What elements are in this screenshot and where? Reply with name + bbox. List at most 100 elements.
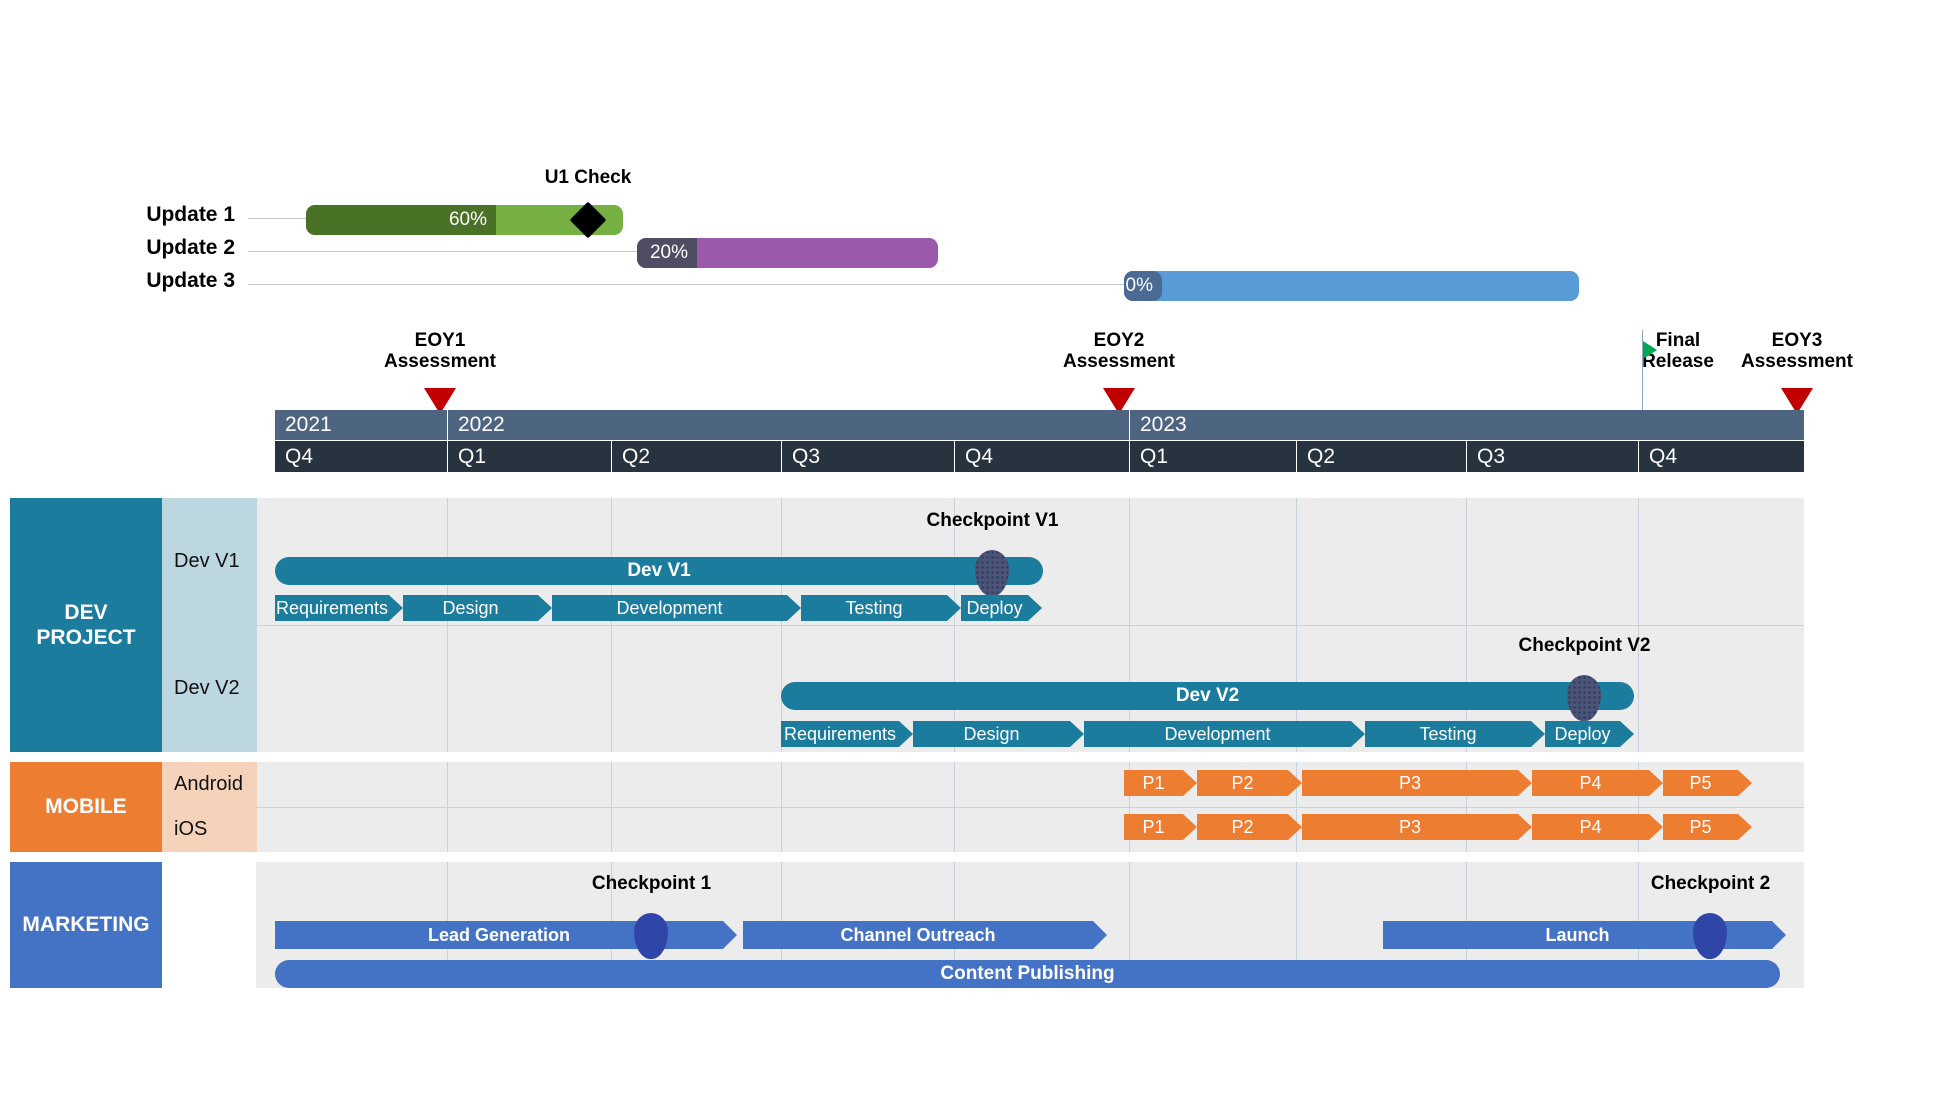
update-progress-track bbox=[1124, 271, 1579, 301]
milestone-label-line2: Assessment bbox=[1063, 351, 1175, 373]
group-label-line: DEV bbox=[64, 600, 108, 624]
milestone-flag-pole-icon bbox=[1642, 330, 1643, 412]
task-bar-dev-v1[interactable]: Dev V1 bbox=[275, 557, 1043, 585]
task-bar-testing[interactable]: Testing bbox=[801, 595, 961, 621]
timeline-quarter-cell: Q4 bbox=[954, 441, 1129, 472]
checkpoint-label: Checkpoint 1 bbox=[591, 873, 712, 894]
task-bar-p5[interactable]: P5 bbox=[1663, 770, 1752, 796]
grid-line bbox=[954, 498, 955, 752]
task-bar-testing[interactable]: Testing bbox=[1365, 721, 1545, 747]
update-leader-line bbox=[248, 251, 637, 252]
task-bar-p2[interactable]: P2 bbox=[1197, 814, 1302, 840]
grid-line bbox=[1466, 498, 1467, 752]
timeline-year-cell: 2022 bbox=[447, 410, 1129, 440]
timeline-quarter-cell: Q3 bbox=[1466, 441, 1638, 472]
group-label-line: PROJECT bbox=[36, 626, 136, 649]
task-bar-dev-v2[interactable]: Dev V2 bbox=[781, 682, 1634, 710]
checkpoint-marker bbox=[634, 913, 668, 959]
update-progress-fill: 60% bbox=[306, 205, 496, 235]
grid-line bbox=[1638, 498, 1639, 752]
task-bar-p4[interactable]: P4 bbox=[1532, 770, 1663, 796]
task-bar-content-publishing[interactable]: Content Publishing bbox=[275, 960, 1780, 988]
checkpoint-marker bbox=[975, 550, 1009, 596]
grid-line bbox=[1296, 862, 1297, 988]
subrow-label-dev-v1: Dev V1 bbox=[162, 498, 257, 625]
task-bar-p4[interactable]: P4 bbox=[1532, 814, 1663, 840]
task-bar-p3[interactable]: P3 bbox=[1302, 770, 1532, 796]
timeline-quarter-cell: Q4 bbox=[1638, 441, 1804, 472]
update-row-label: Update 2 bbox=[146, 236, 235, 259]
grid-line bbox=[1129, 762, 1130, 852]
grid-line bbox=[1466, 762, 1467, 852]
milestone-flag-icon bbox=[1643, 341, 1657, 359]
milestone-label-line1: EOY2 bbox=[1093, 330, 1145, 351]
checkpoint-marker bbox=[1693, 913, 1727, 959]
checkpoint-label: Checkpoint V1 bbox=[926, 510, 1059, 531]
milestone-label-line1: EOY3 bbox=[1771, 330, 1823, 351]
subrow-label-dev-v2: Dev V2 bbox=[162, 625, 257, 752]
group-label-line: MOBILE bbox=[45, 795, 127, 819]
update-leader-line bbox=[248, 284, 1124, 285]
update-leader-line bbox=[248, 218, 306, 219]
task-bar-p1[interactable]: P1 bbox=[1124, 770, 1197, 796]
update-row-label: Update 3 bbox=[146, 269, 235, 292]
update-milestone-label: U1 Check bbox=[544, 167, 632, 188]
group-label-text: MARKETING bbox=[22, 912, 149, 937]
group-label-marketing: MARKETING bbox=[10, 862, 162, 988]
checkpoint-label: Checkpoint V2 bbox=[1518, 635, 1651, 656]
task-bar-channel-outreach[interactable]: Channel Outreach bbox=[743, 921, 1107, 949]
grid-line bbox=[1638, 762, 1639, 852]
update-progress-fill: 0% bbox=[1124, 271, 1162, 301]
group-label-line: MARKETING bbox=[22, 913, 150, 937]
milestone-label-line2: Assessment bbox=[1741, 351, 1853, 373]
grid-line bbox=[1296, 762, 1297, 852]
grid-line bbox=[1296, 498, 1297, 752]
task-bar-development[interactable]: Development bbox=[552, 595, 801, 621]
grid-line bbox=[447, 498, 448, 752]
group-label-mobile: MOBILE bbox=[10, 762, 162, 852]
task-bar-deploy[interactable]: Deploy bbox=[961, 595, 1042, 621]
timeline-quarter-cell: Q2 bbox=[611, 441, 781, 472]
grid-line bbox=[1129, 498, 1130, 752]
milestone-triangle-icon bbox=[424, 388, 456, 414]
grid-line bbox=[954, 762, 955, 852]
milestone-label-line1: Final bbox=[1655, 330, 1701, 351]
task-bar-p1[interactable]: P1 bbox=[1124, 814, 1197, 840]
task-bar-design[interactable]: Design bbox=[913, 721, 1084, 747]
update-row-label: Update 1 bbox=[146, 203, 235, 226]
checkpoint-label: Checkpoint 2 bbox=[1650, 873, 1771, 894]
task-bar-p3[interactable]: P3 bbox=[1302, 814, 1532, 840]
task-bar-p2[interactable]: P2 bbox=[1197, 770, 1302, 796]
milestone-label-line1: EOY1 bbox=[414, 330, 466, 351]
milestone-triangle-icon bbox=[1103, 388, 1135, 414]
group-label-text: MOBILE bbox=[45, 794, 127, 819]
milestone-label-line2: Release bbox=[1642, 351, 1714, 373]
milestone-triangle-icon bbox=[1781, 388, 1813, 414]
task-bar-p5[interactable]: P5 bbox=[1663, 814, 1752, 840]
timeline-quarter-cell: Q3 bbox=[781, 441, 954, 472]
task-bar-development[interactable]: Development bbox=[1084, 721, 1365, 747]
task-bar-design[interactable]: Design bbox=[403, 595, 552, 621]
grid-line bbox=[611, 498, 612, 752]
task-bar-requirements[interactable]: Requirements bbox=[275, 595, 403, 621]
subrow-label-android: Android bbox=[162, 762, 257, 807]
task-bar-deploy[interactable]: Deploy bbox=[1545, 721, 1634, 747]
timeline-quarter-cell: Q2 bbox=[1296, 441, 1466, 472]
grid-line bbox=[781, 498, 782, 752]
task-bar-requirements[interactable]: Requirements bbox=[781, 721, 913, 747]
grid-line bbox=[611, 762, 612, 852]
checkpoint-marker bbox=[1567, 675, 1601, 721]
grid-line bbox=[1129, 862, 1130, 988]
grid-line bbox=[781, 762, 782, 852]
subrow-divider bbox=[256, 807, 1804, 808]
update-progress-fill: 20% bbox=[637, 238, 697, 268]
